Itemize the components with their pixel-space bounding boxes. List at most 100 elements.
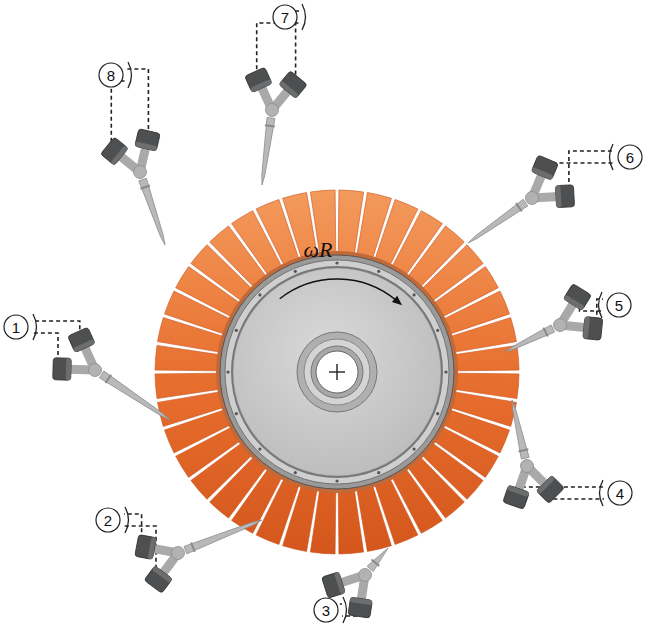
probe-collar <box>141 186 150 189</box>
sensor-head <box>555 185 574 208</box>
circle-shape <box>608 481 632 505</box>
callout-number: 3 <box>322 602 330 619</box>
sensor-body <box>100 137 128 165</box>
probe-junction <box>526 192 539 205</box>
sensor-body <box>555 185 574 208</box>
sensor-head <box>279 71 307 99</box>
sensor-head <box>536 475 564 503</box>
sensor-face <box>66 358 72 380</box>
bracket <box>302 4 306 30</box>
probe-junction <box>521 460 534 473</box>
probe <box>505 284 603 352</box>
sensor-body <box>68 327 95 352</box>
probe-collar <box>191 543 195 552</box>
probe-needle <box>262 117 275 185</box>
sensor-head <box>68 327 95 352</box>
shaft-bore <box>316 351 358 393</box>
probe <box>503 400 604 509</box>
hub-ring <box>304 339 370 405</box>
bracket <box>33 314 37 340</box>
signal-lead <box>553 492 604 499</box>
rotor-blades <box>155 190 519 554</box>
callout-number: 1 <box>12 319 20 336</box>
probe-junction <box>134 166 147 179</box>
bolt <box>412 447 415 450</box>
sensor-face <box>563 295 584 311</box>
callout-number: 5 <box>615 297 623 314</box>
circle-shape <box>4 315 28 339</box>
disk-ring <box>225 260 449 484</box>
blade-root-ring <box>216 251 458 493</box>
sensor-body <box>503 485 530 509</box>
sensor-head <box>322 572 346 598</box>
circle-shape <box>273 5 297 29</box>
sensor-face <box>148 537 157 560</box>
sensor-face <box>111 145 129 165</box>
disk-face <box>233 268 441 476</box>
sensor-head <box>135 129 161 152</box>
probe-collar <box>106 375 112 383</box>
probe-junction <box>554 319 567 332</box>
sensor-body <box>279 71 307 99</box>
sensor-body <box>53 358 72 381</box>
callout-number: 7 <box>281 9 289 26</box>
probe-needle <box>99 371 170 420</box>
bolt <box>377 471 380 474</box>
sensor-head <box>144 566 172 594</box>
callout-circle: 6 <box>617 144 643 170</box>
bracket <box>125 507 129 533</box>
sensor-head <box>348 597 372 618</box>
blade <box>155 373 220 398</box>
sensor-face <box>73 339 95 353</box>
circle-shape <box>314 598 338 622</box>
probe-needle <box>505 325 555 352</box>
sensor-face <box>583 317 590 339</box>
center-mark <box>336 364 337 380</box>
callout-circle: 2 <box>95 507 121 533</box>
bracket <box>599 292 603 318</box>
bolt <box>377 270 380 273</box>
callout-number: 6 <box>626 149 634 166</box>
sensor-face <box>279 81 299 99</box>
circle-shape <box>96 508 120 532</box>
bracket <box>343 597 347 623</box>
rotation-arrow <box>280 279 397 301</box>
probe-needle <box>139 178 165 245</box>
probes <box>32 4 614 623</box>
probe-junction <box>359 569 372 582</box>
sensor-face <box>334 572 345 594</box>
sensor-head <box>100 137 128 165</box>
sensor-face <box>152 566 173 583</box>
rotation-label: ωR <box>304 237 333 263</box>
sensor-body <box>348 597 372 618</box>
bolt <box>412 293 415 296</box>
hub-inner <box>311 346 363 398</box>
signal-lead <box>569 151 614 196</box>
probe <box>100 62 165 245</box>
bolt <box>294 471 297 474</box>
bolt <box>294 270 297 273</box>
bracket <box>600 480 604 506</box>
sensor-body <box>531 155 558 180</box>
sensor-body <box>322 572 346 598</box>
callout-circle: 4 <box>607 480 633 506</box>
bolt <box>335 261 338 264</box>
probe-junction <box>89 364 102 377</box>
sensor-face <box>555 185 561 207</box>
callout-circle: 1 <box>3 314 29 340</box>
sensor-face <box>507 485 529 497</box>
callout-circle: 3 <box>313 597 339 623</box>
probe <box>468 144 614 243</box>
probe-needle <box>184 520 262 554</box>
rotor-disk <box>216 251 458 493</box>
sensor-head <box>135 535 157 560</box>
blade <box>338 489 363 554</box>
sensor-head <box>583 317 603 341</box>
circle-shape <box>618 145 642 169</box>
sensor-face <box>536 475 555 494</box>
bolt <box>436 329 439 332</box>
sensor-face <box>531 167 553 180</box>
bolt <box>226 370 229 373</box>
